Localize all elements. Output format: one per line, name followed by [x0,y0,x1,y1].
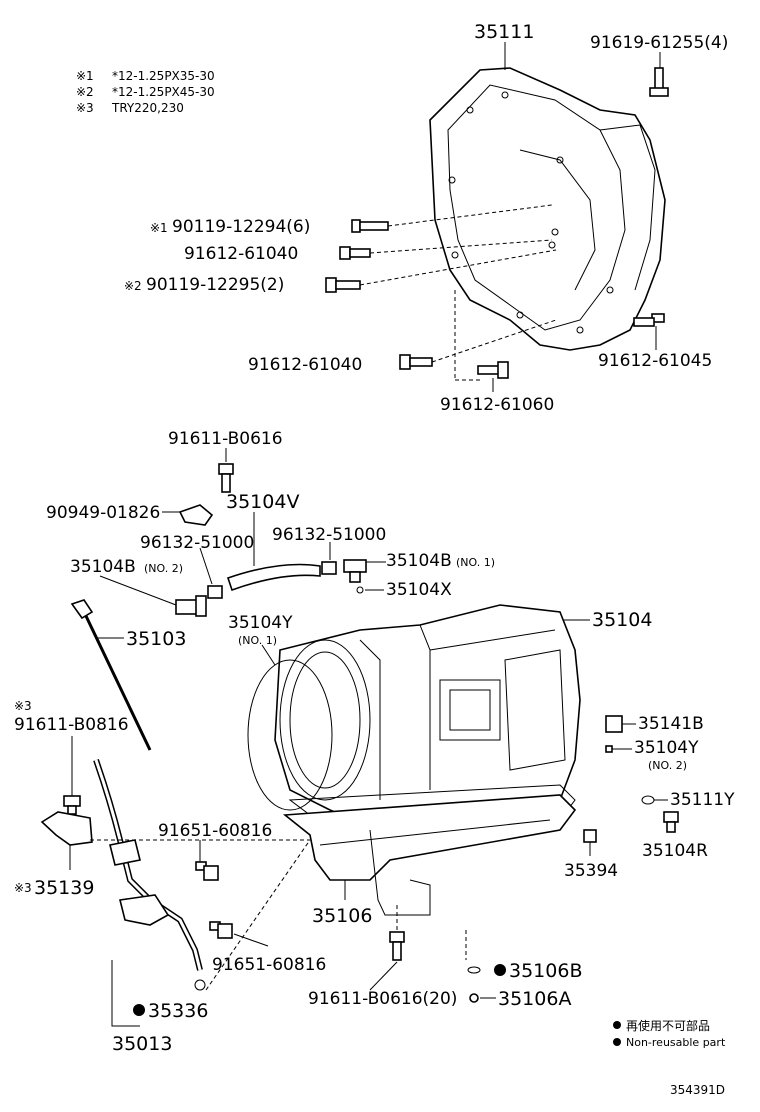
oring-35111Y [641,795,655,805]
bolt-91611-B0816 [63,795,81,815]
label-35141B: 35141B [638,714,704,734]
bolt-91611-B0616-20 [389,931,405,961]
label-91619-61255: 91619-61255(4) [590,33,728,53]
diagram-id: 354391D [670,1083,725,1097]
non-reusable-dot-35336 [133,1004,145,1016]
label-35104Y-no1-sub: (NO. 1) [238,634,277,647]
filler-tube-35013 [93,759,203,971]
dipstick-35103 [70,599,152,751]
note-mark-2: ※2 [76,85,94,99]
part-35394 [583,829,597,843]
gasket-35104Y-no2 [605,745,613,753]
label-35336: 35336 [148,1000,208,1022]
note-mark-1: ※1 [76,69,94,83]
bolt-91612-61040-a [339,246,371,260]
clip-96132-51000-b [321,561,337,575]
label-90119-12294: 90119-12294(6) [172,217,310,237]
plug-35141B [605,715,623,733]
label-35104V: 35104V [226,491,299,513]
oil-pan-drawing [282,794,577,881]
label-35104B-no1: 35104B [386,551,452,571]
label-35106B: 35106B [509,960,582,982]
oring-35336 [194,979,206,991]
label-35104X: 35104X [386,580,452,600]
mark-35139: ※3 [14,881,32,895]
bolt-91612-61045 [633,313,665,327]
label-35104R: 35104R [642,841,708,861]
bell-housing-drawing [429,67,666,351]
label-90949-01826: 90949-01826 [46,503,160,523]
bolt-91611-B0616-top [218,463,234,493]
label-35139: 35139 [34,877,94,899]
bolt-91651-60816-a [195,861,219,881]
label-35103: 35103 [126,628,186,650]
hose-35104V [226,563,321,592]
bolt-91619-61255 [649,67,669,97]
label-35104B-no1-sub: (NO. 1) [456,556,495,569]
label-90119-12295: 90119-12295(2) [146,275,284,295]
label-35013: 35013 [112,1033,172,1055]
label-96132-51000-a: 96132-51000 [140,533,254,553]
bracket-35139 [40,811,93,846]
union-35104B-no2 [175,595,207,617]
plug-35106A [469,993,479,1003]
legend-dot-2 [613,1038,621,1046]
mark-90119-12295: ※2 [124,279,142,293]
plug-35104R [663,811,679,833]
union-35104B-no1 [343,559,367,583]
label-91611-B0616: 91611-B0616 [168,429,283,449]
clamp-90949-01826 [178,504,214,526]
label-35104: 35104 [592,609,652,631]
label-91612-61060: 91612-61060 [440,395,554,415]
label-96132-51000-b: 96132-51000 [272,525,386,545]
bolt-90119-12295 [325,277,361,293]
label-35106: 35106 [312,905,372,927]
transmission-case-drawing [274,604,581,846]
label-35111Y: 35111Y [670,790,735,810]
label-91612-61040-a: 91612-61040 [184,244,298,264]
clip-96132-51000-a [207,585,223,599]
label-35104Y-no2: 35104Y [634,738,699,758]
bolt-91612-61060 [477,361,509,379]
oring-35104X [356,586,364,594]
non-reusable-dot-35106B [494,964,506,976]
label-35104B-no2-sub: (NO. 2) [144,562,183,575]
legend-text-en: Non-reusable part [626,1036,726,1049]
mark-90119-12294: ※1 [150,221,168,235]
note-text-2: *12-1.25PX45-30 [112,85,215,99]
label-91651-60816-b: 91651-60816 [212,955,326,975]
label-35104Y-no2-sub: (NO. 2) [648,759,687,772]
mark-91611-B0816: ※3 [14,699,32,713]
gasket-35104Y-no1 [247,659,333,811]
label-35394: 35394 [564,861,618,881]
label-35104Y-no1: 35104Y [228,613,293,633]
note-text-1: *12-1.25PX35-30 [112,69,215,83]
bolt-91612-61040-b [399,354,433,370]
note-mark-3: ※3 [76,101,94,115]
label-91612-61045: 91612-61045 [598,351,712,371]
legend-dot-1 [613,1021,621,1029]
label-91611-B0616-20: 91611-B0616(20) [308,989,457,1009]
label-91611-B0816: 91611-B0816 [14,715,129,735]
label-35111: 35111 [474,21,534,43]
label-91651-60816-a: 91651-60816 [158,821,272,841]
legend-text-jp: 再使用不可部品 [626,1018,710,1033]
bolt-90119-12294 [351,219,389,233]
notes-block: ※1 *12-1.25PX35-30 ※2 *12-1.25PX45-30 ※3… [76,69,215,115]
label-35106A: 35106A [498,988,571,1010]
note-text-3: TRY220,230 [111,101,184,115]
label-91612-61040-b: 91612-61040 [248,355,362,375]
bolt-91651-60816-b [209,921,233,939]
label-35104B-no2: 35104B [70,557,136,577]
gasket-35106B [467,966,481,974]
